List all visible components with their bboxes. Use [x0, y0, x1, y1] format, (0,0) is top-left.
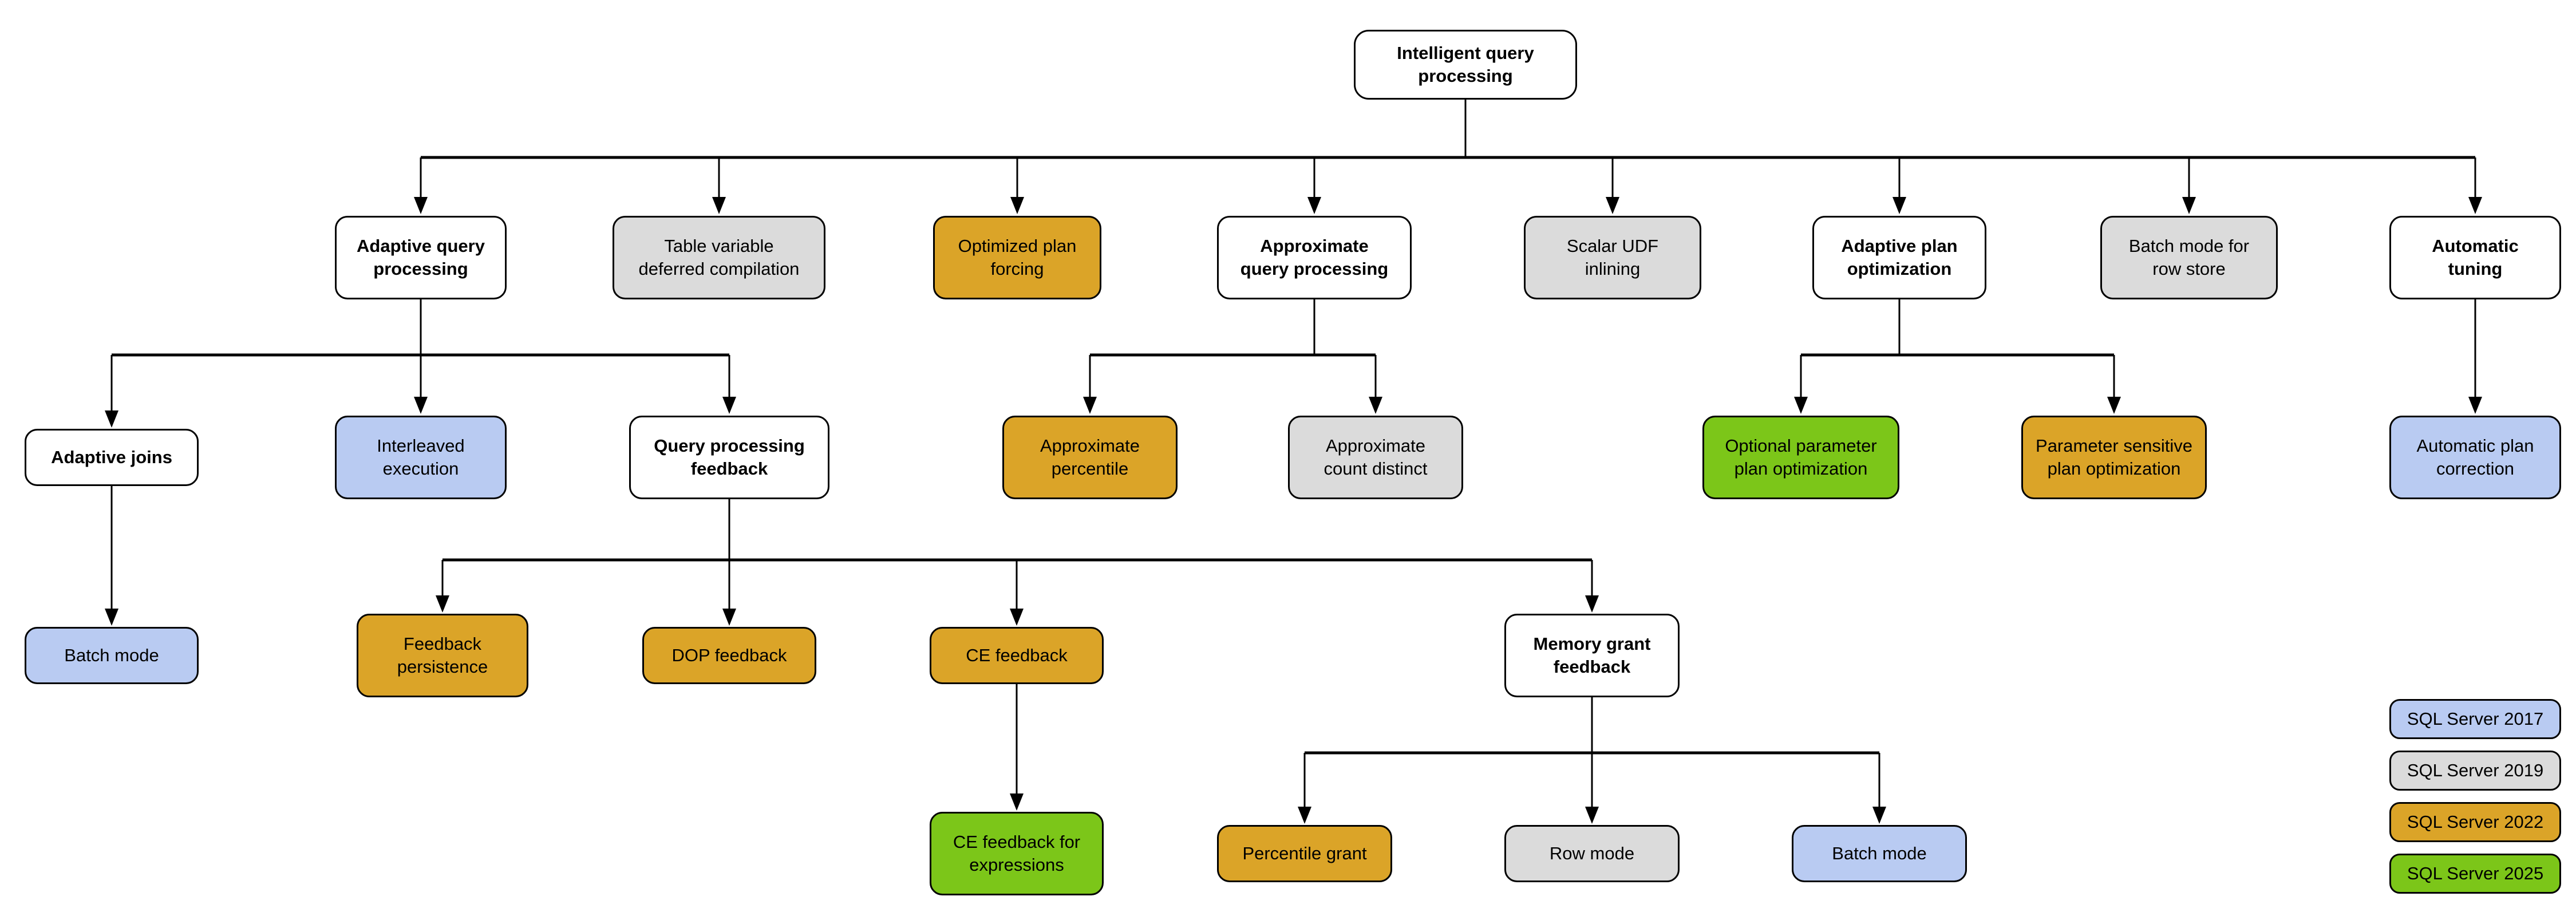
node-batch-mode-for-row-store: Batch mode for row store: [2100, 216, 2278, 299]
node-approximate-query-processing: Approximate query processing: [1217, 216, 1412, 299]
node-table-variable-deferred-compilation: Table variable deferred compilation: [613, 216, 825, 299]
arrow-lines: [105, 157, 2482, 824]
node-memory-grant-feedback: Memory grant feedback: [1504, 614, 1680, 697]
node-approximate-percentile: Approximate percentile: [1002, 416, 1178, 499]
node-adaptive-query-processing: Adaptive query processing: [335, 216, 507, 299]
node-intelligent-query-processing: Intelligent query processing: [1354, 30, 1577, 100]
stem-lines: [420, 100, 1901, 753]
legend-item-sql-server-2019: SQL Server 2019: [2389, 751, 2561, 791]
node-ce-feedback: CE feedback: [930, 627, 1104, 684]
node-batch-mode-memory-grant: Batch mode: [1792, 825, 1967, 882]
node-optimized-plan-forcing: Optimized plan forcing: [933, 216, 1101, 299]
legend-item-sql-server-2017: SQL Server 2017: [2389, 699, 2561, 739]
node-scalar-udf-inlining: Scalar UDF inlining: [1524, 216, 1701, 299]
legend-item-sql-server-2025: SQL Server 2025: [2389, 854, 2561, 894]
legend-item-sql-server-2022: SQL Server 2022: [2389, 802, 2561, 842]
node-interleaved-execution: Interleaved execution: [335, 416, 507, 499]
node-percentile-grant: Percentile grant: [1217, 825, 1392, 882]
node-automatic-plan-correction: Automatic plan correction: [2389, 416, 2561, 499]
node-feedback-persistence: Feedback persistence: [357, 614, 528, 697]
node-batch-mode-adaptive-joins: Batch mode: [25, 627, 199, 684]
node-adaptive-joins: Adaptive joins: [25, 429, 199, 486]
node-adaptive-plan-optimization: Adaptive plan optimization: [1812, 216, 1986, 299]
node-row-mode: Row mode: [1504, 825, 1680, 882]
node-ce-feedback-for-expressions: CE feedback for expressions: [930, 812, 1104, 895]
node-optional-parameter-plan-optimization: Optional parameter plan optimization: [1702, 416, 1899, 499]
node-automatic-tuning: Automatic tuning: [2389, 216, 2561, 299]
node-query-processing-feedback: Query processing feedback: [629, 416, 829, 499]
node-dop-feedback: DOP feedback: [642, 627, 816, 684]
node-approximate-count-distinct: Approximate count distinct: [1288, 416, 1463, 499]
node-parameter-sensitive-plan-optimization: Parameter sensitive plan optimization: [2021, 416, 2207, 499]
